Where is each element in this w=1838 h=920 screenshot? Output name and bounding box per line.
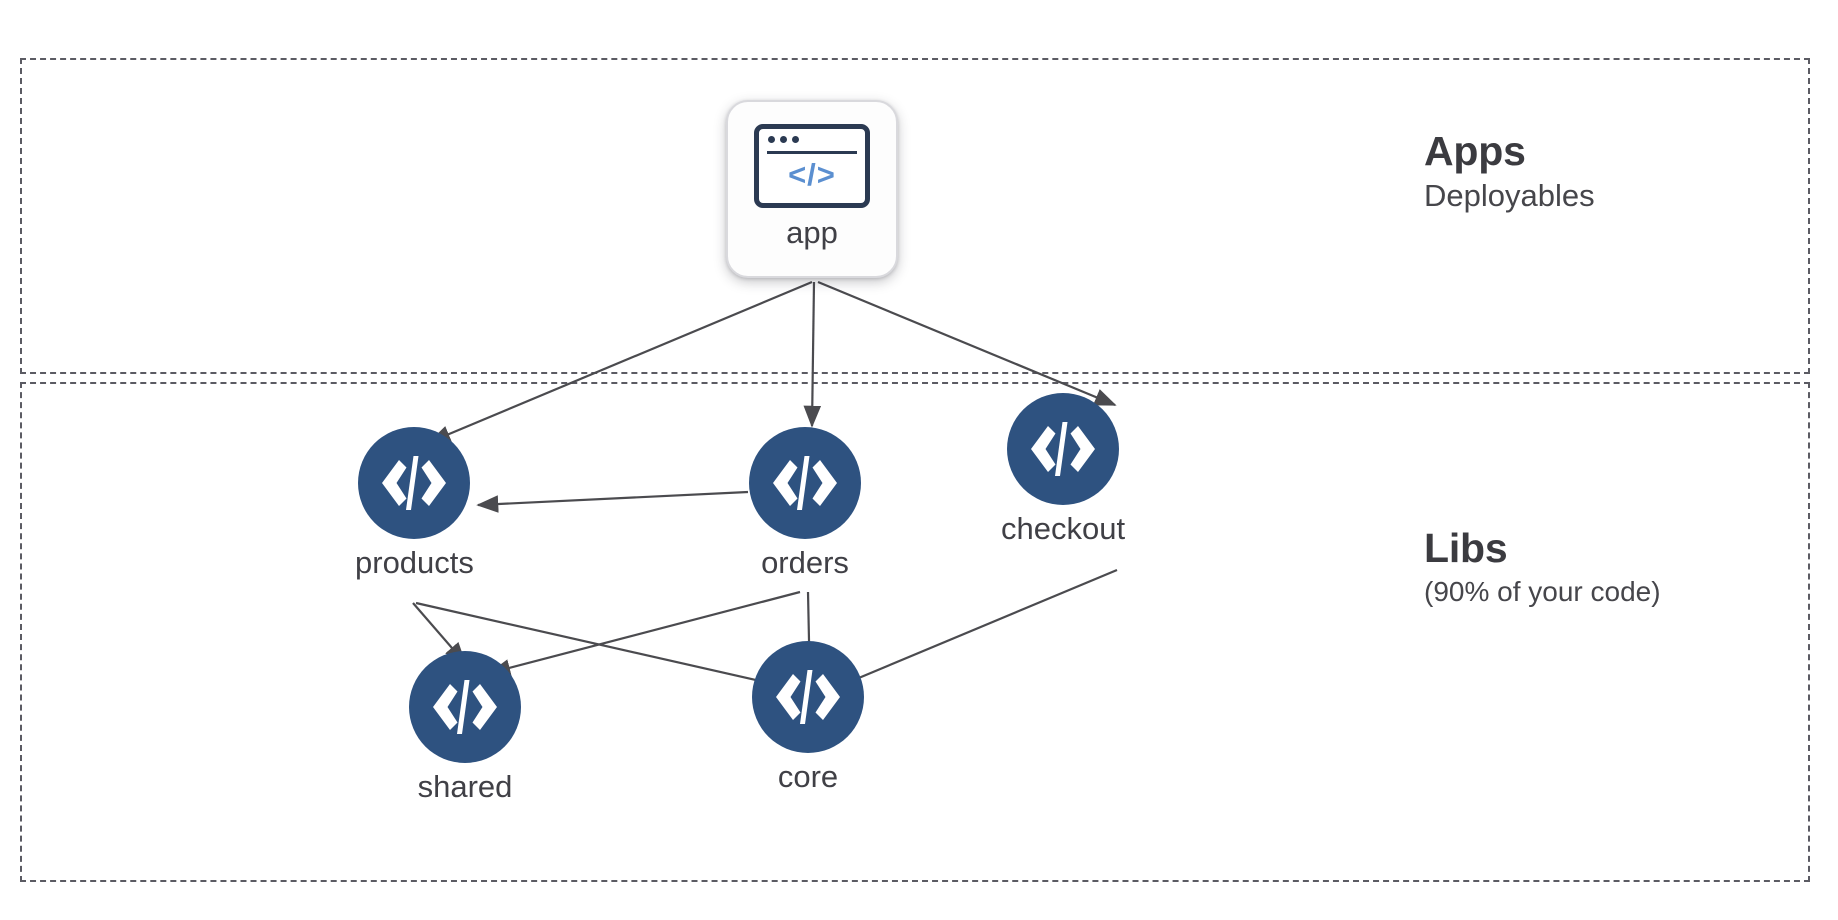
node-shared-label: shared (417, 769, 513, 804)
node-core[interactable]: core (752, 641, 864, 794)
code-icon (749, 427, 861, 539)
code-icon (1007, 393, 1120, 505)
code-icon (409, 651, 521, 763)
browser-dots-icon (768, 136, 799, 143)
browser-code-icon: </> (754, 124, 870, 208)
node-products-label: products (355, 545, 474, 580)
zone-legend-apps: Apps Deployables (1424, 128, 1595, 216)
node-app-label: app (786, 215, 838, 250)
browser-separator-rule (767, 151, 857, 154)
zone-apps (20, 58, 1810, 374)
code-glyph: </> (788, 156, 836, 192)
node-orders[interactable]: orders (749, 427, 861, 580)
node-shared[interactable]: shared (409, 651, 521, 804)
node-app[interactable]: </> app (726, 100, 898, 278)
zone-libs-subtitle: (90% of your code) (1424, 576, 1661, 608)
zone-libs-title: Libs (1424, 525, 1508, 571)
node-orders-label: orders (761, 545, 849, 580)
zone-apps-title: Apps (1424, 128, 1526, 174)
node-checkout[interactable]: checkout (1001, 393, 1125, 546)
zone-legend-libs: Libs (90% of your code) (1424, 525, 1661, 609)
node-checkout-label: checkout (1001, 511, 1126, 546)
code-icon (358, 427, 471, 539)
node-products[interactable]: products (355, 427, 474, 580)
node-core-label: core (777, 759, 839, 794)
code-icon (752, 641, 864, 753)
zone-apps-subtitle: Deployables (1424, 178, 1595, 214)
zone-libs (20, 382, 1810, 882)
